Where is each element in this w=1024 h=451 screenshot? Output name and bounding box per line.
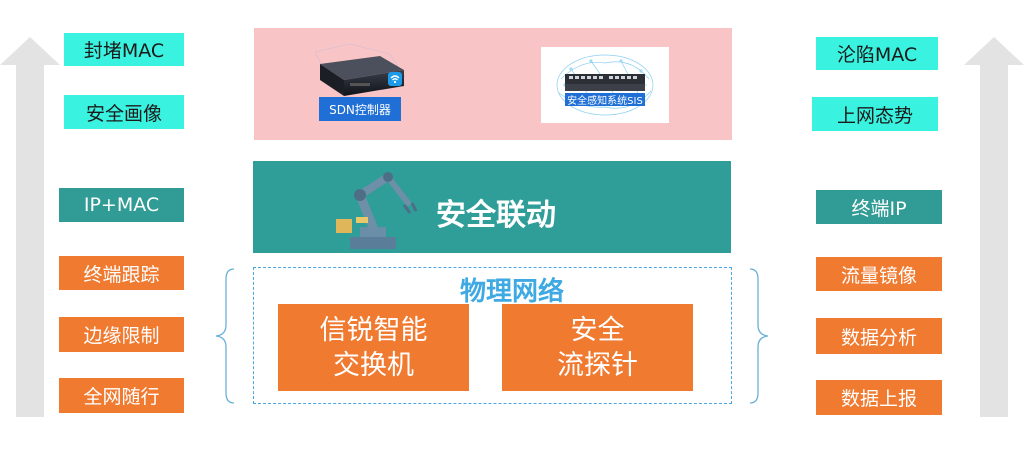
left-box-ip-mac: IP+MAC: [59, 188, 184, 222]
sdn-controller-label: SDN控制器: [319, 97, 401, 121]
left-box-terminal-tracking: 终端跟踪: [59, 256, 184, 290]
right-up-arrow-icon: [964, 37, 1024, 417]
right-box-data-report: 数据上报: [816, 380, 942, 415]
left-brace-icon: [215, 268, 235, 404]
left-up-arrow-icon: [0, 37, 60, 417]
flow-probe-box: 安全 流探针: [502, 304, 693, 391]
physical-network-area: [253, 267, 732, 404]
sis-label: 安全感知系统SIS: [565, 93, 645, 107]
left-box-security-profile: 安全画像: [64, 95, 184, 129]
sdn-controller-device-icon: [314, 43, 406, 96]
right-box-terminal-ip: 终端IP: [816, 190, 942, 224]
physical-network-title: 物理网络: [459, 277, 564, 307]
flow-probe-line1: 安全: [570, 314, 625, 346]
left-box-block-mac: 封堵MAC: [64, 33, 184, 66]
left-box-network-follow: 全网随行: [59, 378, 184, 413]
smart-switch-line2: 交换机: [333, 349, 414, 381]
right-box-traffic-mirror: 流量镜像: [816, 257, 942, 291]
right-box-data-analysis: 数据分析: [816, 318, 942, 354]
right-box-compromised-mac: 沦陷MAC: [816, 37, 938, 70]
right-brace-icon: [749, 268, 769, 404]
wifi-icon: [388, 72, 402, 86]
left-box-edge-restriction: 边缘限制: [59, 317, 184, 352]
security-linkage-title: 安全联动: [436, 198, 556, 233]
smart-switch-line1: 信锐智能: [319, 314, 428, 346]
brain-network-icon: [556, 54, 654, 116]
right-box-online-posture: 上网态势: [812, 97, 938, 131]
robot-arm-icon: [336, 172, 418, 249]
security-linkage-panel: [253, 161, 731, 253]
flow-probe-line2: 流探针: [557, 349, 638, 381]
smart-switch-box: 信锐智能 交换机: [278, 304, 469, 391]
